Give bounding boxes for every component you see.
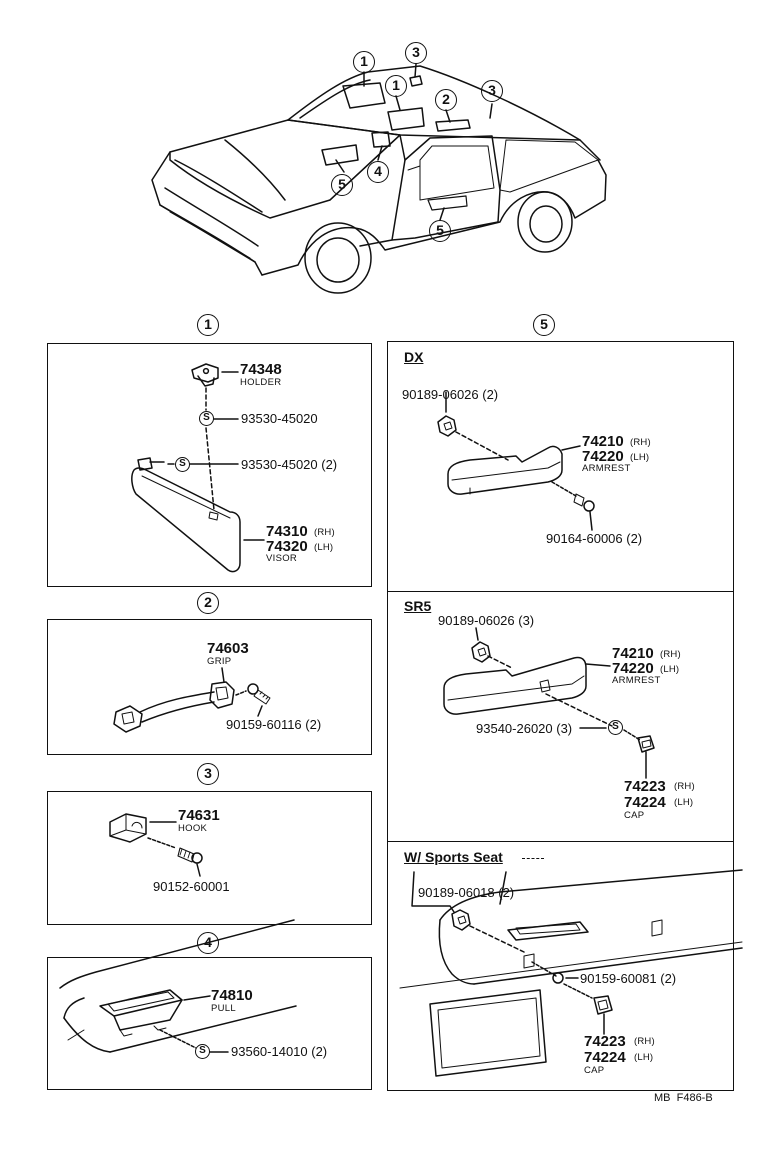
lh-label: (LH)	[634, 1052, 654, 1063]
car-callout-4: 4	[367, 161, 389, 183]
pull-parts	[59, 919, 297, 1053]
armrest-part-number-rh: 74210	[582, 433, 624, 450]
nut-part-number: 90189-06018 (2)	[418, 885, 515, 900]
section-5-marker: 5	[533, 314, 555, 336]
cap-label: CAP	[584, 1065, 605, 1076]
s-symbol: S	[175, 457, 190, 472]
holder-part-number: 74348	[240, 361, 282, 378]
section-4-marker: 4	[197, 932, 219, 954]
screw-part-number: 90152-60001	[153, 879, 230, 894]
rh-label: (RH)	[314, 527, 335, 538]
lh-label: (LH)	[630, 452, 650, 463]
divider	[522, 858, 544, 859]
lh-label: (LH)	[660, 664, 680, 675]
car-callout-5-front: 5	[331, 174, 353, 196]
rh-label: (RH)	[630, 437, 651, 448]
visor-parts	[131, 363, 265, 573]
screw-part-number: 90159-60081 (2)	[580, 971, 677, 986]
car-callout-3-rear: 3	[481, 80, 503, 102]
pull-label: PULL	[211, 1003, 236, 1014]
car-callout-5-door: 5	[429, 220, 451, 242]
screw-part-number: 93540-26020 (3)	[476, 721, 573, 736]
armrest-part-number-lh: 74220	[582, 448, 624, 465]
visor-part-number-rh: 74310	[266, 523, 308, 540]
rh-label: (RH)	[660, 649, 681, 660]
armrest-label: ARMREST	[582, 463, 631, 474]
sr5-armrest-parts	[443, 627, 655, 779]
lh-label: (LH)	[314, 542, 334, 553]
section-2-marker: 2	[197, 592, 219, 614]
car-callout-1-top: 1	[353, 51, 375, 73]
s-symbol: S	[199, 411, 214, 426]
screw-part-number: 90164-60006 (2)	[546, 531, 643, 546]
nut-part-number: 90189-06026 (3)	[438, 613, 535, 628]
hook-label: HOOK	[178, 823, 208, 834]
hook-parts	[109, 813, 203, 877]
hook-part-number: 74631	[178, 807, 220, 824]
grip-part-number: 74603	[207, 640, 249, 657]
s-symbol: S	[608, 720, 623, 735]
visor-label: VISOR	[266, 553, 298, 564]
sr5-header: SR5	[404, 598, 432, 614]
rh-label: (RH)	[674, 781, 695, 792]
sports-seat-header: W/ Sports Seat	[404, 849, 503, 865]
cap-part-number-rh: 74223	[624, 778, 666, 795]
cap-label: CAP	[624, 810, 645, 821]
s-symbol: S	[195, 1044, 210, 1059]
screw-part-number: 93560-14010 (2)	[231, 1044, 328, 1059]
section-2-box	[47, 619, 372, 755]
car-illustration	[151, 63, 607, 294]
section-3-marker: 3	[197, 763, 219, 785]
lh-label: (LH)	[674, 797, 694, 808]
section-3-box	[47, 791, 372, 925]
screw-part-number: 90159-60116 (2)	[226, 717, 322, 732]
grip-label: GRIP	[207, 656, 232, 667]
armrest-part-number-rh: 74210	[612, 645, 654, 662]
grip-parts	[113, 667, 271, 733]
cap-part-number-rh: 74223	[584, 1033, 626, 1050]
holder-label: HOLDER	[240, 377, 282, 388]
section-1-box	[47, 343, 372, 587]
rh-label: (RH)	[634, 1036, 655, 1047]
visor-part-number-lh: 74320	[266, 538, 308, 555]
screw-part-number: 93530-45020 (2)	[241, 457, 338, 472]
armrest-label: ARMREST	[612, 675, 661, 686]
cap-part-number-lh: 74224	[584, 1049, 626, 1066]
car-callout-3-top: 3	[405, 42, 427, 64]
car-callout-2: 2	[435, 89, 457, 111]
dx-header: DX	[404, 349, 424, 365]
nut-part-number: 90189-06026 (2)	[402, 387, 499, 402]
dx-armrest-parts	[437, 391, 595, 531]
cap-part-number-lh: 74224	[624, 794, 666, 811]
car-callout-1-second: 1	[385, 75, 407, 97]
armrest-part-number-lh: 74220	[612, 660, 654, 677]
sports-seat-parts	[399, 869, 743, 1077]
divider	[387, 591, 734, 592]
section-1-marker: 1	[197, 314, 219, 336]
divider	[387, 841, 734, 842]
figure-code: MB F486-B	[654, 1092, 713, 1104]
pull-part-number: 74810	[211, 987, 253, 1004]
section-5-box	[387, 341, 734, 1091]
screw-part-number: 93530-45020	[241, 411, 318, 426]
section-4-box	[47, 957, 372, 1090]
